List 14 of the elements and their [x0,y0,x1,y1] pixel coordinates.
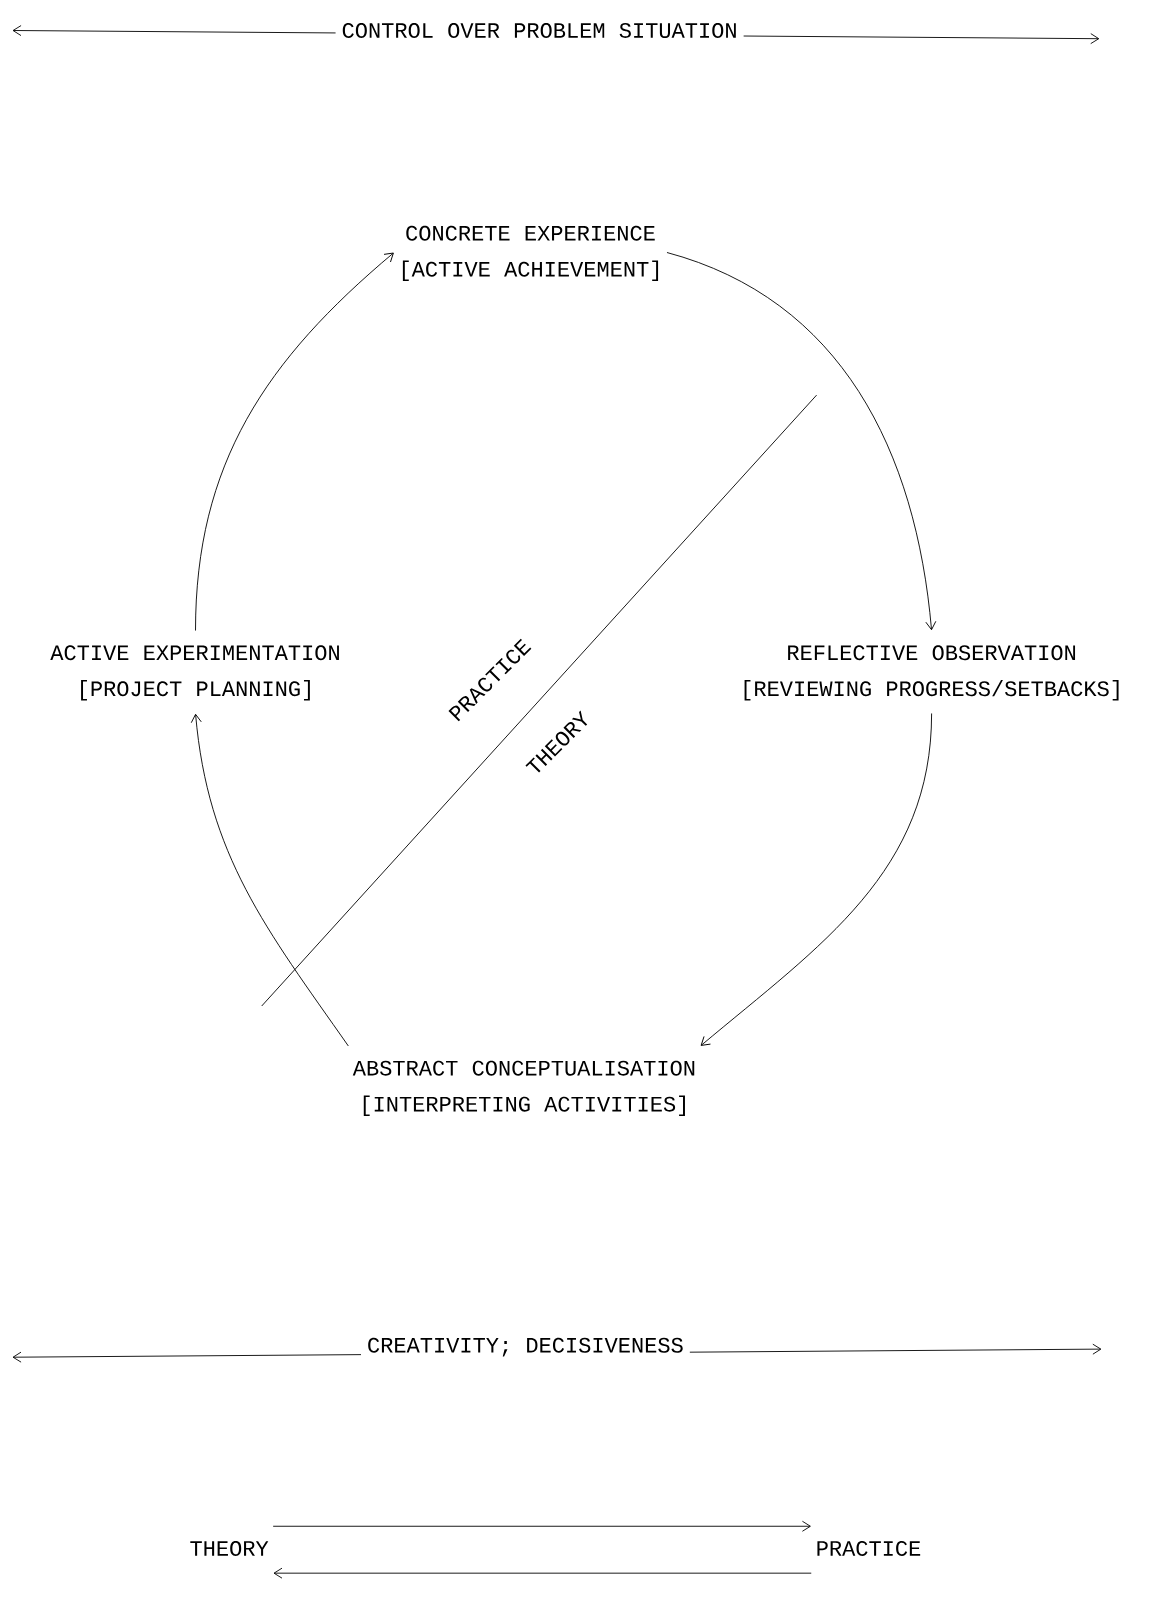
title-label: CREATIVITY; DECISIVENESS [361,1331,690,1363]
stage-label: THEORY [190,1541,269,1556]
stage-label: ACTIVE EXPERIMENTATION [PROJECT PLANNING] [50,645,339,701]
stage-label: PRACTICE [817,1541,921,1556]
arrow [190,713,349,1047]
arrow [666,252,937,631]
arrow [195,252,394,631]
arrow [273,1567,812,1579]
stage-label: REFLECTIVE OBSERVATION [REVIEWING PROGRESS/SETBACKS] [744,645,1119,701]
arrow [272,1520,811,1532]
arrow [700,713,933,1046]
title-label: CONTROL OVER PROBLEM SITUATION [335,17,744,44]
stage-label: ABSTRACT CONCEPTUALISATION [INTERPRETING ACTIVITIES] [352,1060,695,1116]
stage-label: CONCRETE EXPERIENCE [ACTIVE ACHIEVEMENT] [402,225,659,282]
